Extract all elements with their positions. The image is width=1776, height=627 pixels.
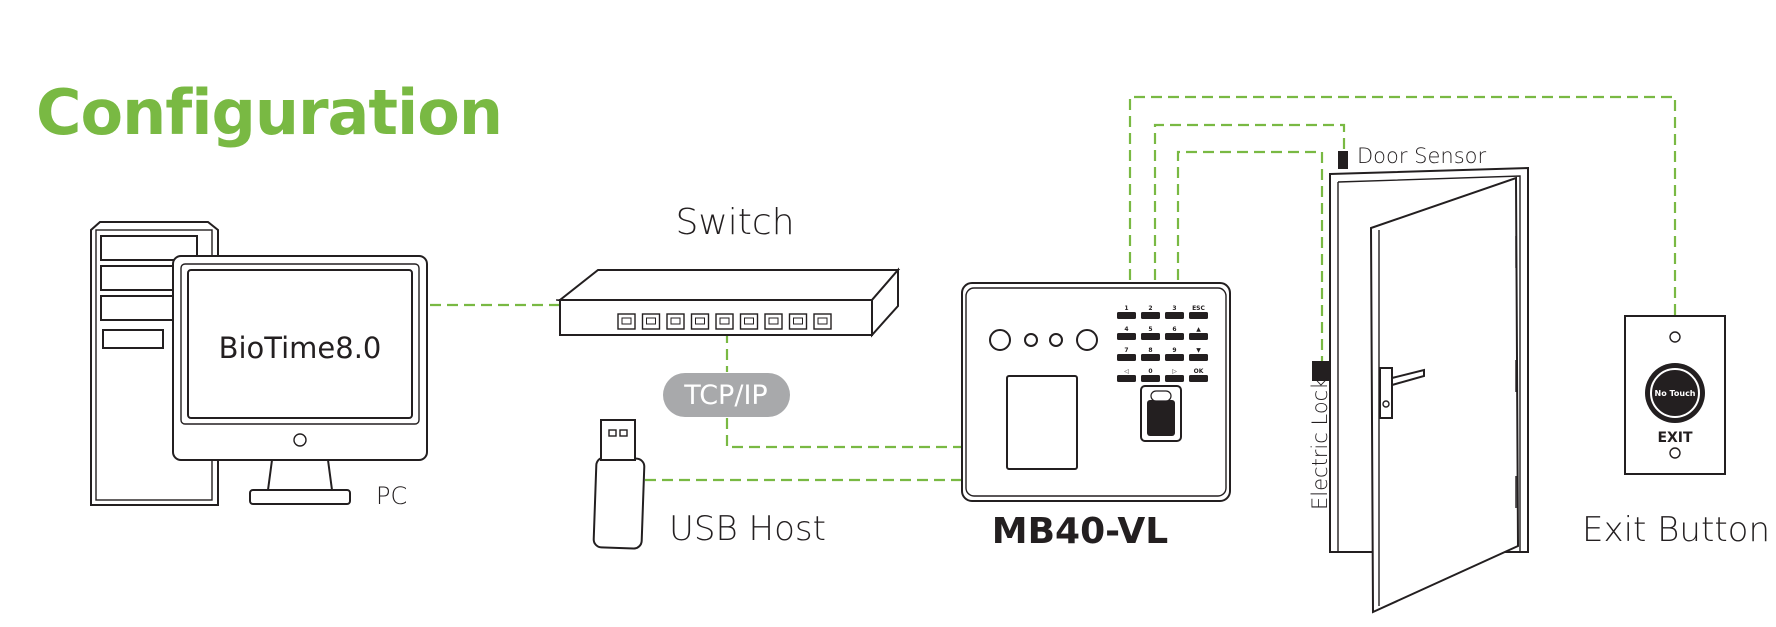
no-touch-sensor <box>1645 363 1705 423</box>
keypad-key-label: ESC <box>1192 305 1205 312</box>
sensor-dot-2 <box>1049 333 1063 347</box>
keypad-key: 6 <box>1165 326 1184 340</box>
keypad-key: ▲ <box>1189 326 1208 340</box>
pc-monitor <box>172 255 428 505</box>
switch-port <box>641 313 661 330</box>
pc: BioTime8.0 PC <box>90 221 428 510</box>
wire-tcpip-device <box>725 418 962 449</box>
keypad-key-label: ◁ <box>1124 368 1129 375</box>
keypad-key: OK <box>1189 368 1208 382</box>
switch-port <box>666 313 685 330</box>
keypad-key: 2 <box>1141 305 1160 319</box>
camera-lens-left <box>989 329 1011 351</box>
keypad-key: 8 <box>1141 347 1160 361</box>
keypad-key-label: 4 <box>1124 326 1128 333</box>
keypad-key: 1 <box>1117 305 1136 319</box>
switch-port <box>690 313 710 330</box>
device-keypad: 1 2 3 ESC 4 5 6 ▲ 7 8 9 ▼ ◁ 0 ▷ OK <box>1117 305 1208 382</box>
page-title: Configuration <box>36 76 502 149</box>
exit-button-label: Exit Button <box>1582 510 1770 550</box>
keypad-key-label: 5 <box>1148 326 1152 333</box>
keypad-key: 7 <box>1117 347 1136 361</box>
tcpip-badge-label: TCP/IP <box>683 380 767 411</box>
exit-text: EXIT <box>1657 430 1693 446</box>
wire-device-door-sensor <box>1153 123 1346 280</box>
wiring <box>430 95 1677 482</box>
no-touch-label: No Touch <box>1655 389 1696 398</box>
usb-host-label: USB Host <box>669 509 826 549</box>
keypad-key: ESC <box>1189 305 1208 319</box>
switch-port <box>739 313 759 330</box>
keypad-key-label: 6 <box>1172 326 1176 333</box>
keypad-key-label: ▲ <box>1196 326 1201 333</box>
keypad-key: 5 <box>1141 326 1160 340</box>
camera-lens-right <box>1076 329 1098 351</box>
usb-stick: USB Host <box>592 419 826 550</box>
door-sensor-label: Door Sensor <box>1357 144 1487 168</box>
keypad-key: ◁ <box>1117 368 1136 382</box>
keypad-key: ▷ <box>1165 368 1184 382</box>
door-handle <box>1379 367 1425 419</box>
keypad-key: 3 <box>1165 305 1184 319</box>
switch-port <box>764 313 783 330</box>
pc-label: PC <box>376 482 407 510</box>
keypad-key-label: 3 <box>1172 305 1176 312</box>
keypad-key-label: 7 <box>1124 347 1128 354</box>
device-model-label: MB40-VL <box>992 511 1168 552</box>
switch-top <box>557 269 901 301</box>
keypad-key-label: 2 <box>1148 305 1152 312</box>
keypad-key: 0 <box>1141 368 1160 382</box>
keypad-key-label: OK <box>1194 368 1204 375</box>
switch-port <box>617 313 636 330</box>
keypad-key-label: 8 <box>1148 347 1152 354</box>
switch-port <box>813 313 832 330</box>
keypad-key-label: ▷ <box>1172 368 1177 375</box>
pc-software-label: BioTime8.0 <box>219 331 382 365</box>
switch-ports <box>617 313 832 330</box>
keypad-key-label: 0 <box>1148 368 1152 375</box>
exit-button: No Touch EXIT Exit Button <box>1582 315 1770 550</box>
wire-device-electric-lock <box>1176 150 1324 362</box>
keypad-key: 4 <box>1117 326 1136 340</box>
switch-port <box>715 313 734 330</box>
sensor-dot-1 <box>1024 333 1038 347</box>
switch-port <box>788 313 808 330</box>
keypad-key-label: 1 <box>1124 305 1128 312</box>
door: Door Sensor Electric Lock <box>1308 144 1529 614</box>
electric-lock <box>1312 361 1330 381</box>
switch: Switch <box>556 202 901 338</box>
mb40-device: 1 2 3 ESC 4 5 6 ▲ 7 8 9 ▼ ◁ 0 ▷ OK MB40-VL <box>961 282 1231 552</box>
door-leaf <box>1369 176 1520 614</box>
usb-stick-connector <box>600 419 636 461</box>
keypad-key-label: 9 <box>1172 347 1176 354</box>
keypad-key: 9 <box>1165 347 1184 361</box>
electric-lock-label: Electric Lock <box>1308 378 1332 510</box>
device-screen <box>1006 375 1078 470</box>
keypad-key-label: ▼ <box>1196 347 1201 354</box>
usb-stick-body <box>592 456 646 550</box>
wire-device-exit-button <box>1128 95 1677 316</box>
keypad-key: ▼ <box>1189 347 1208 361</box>
switch-label: Switch <box>675 202 794 243</box>
tcpip-badge: TCP/IP <box>663 373 790 417</box>
fingerprint-sensor <box>1140 385 1182 442</box>
switch-side <box>871 267 899 338</box>
door-sensor <box>1338 151 1348 169</box>
